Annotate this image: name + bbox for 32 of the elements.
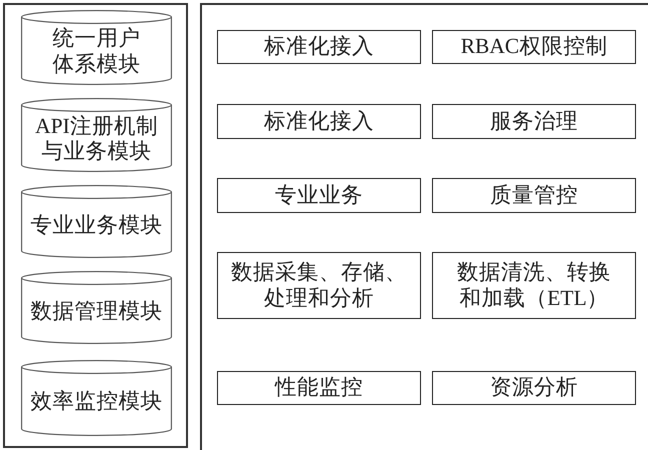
function-name: 数据采集、存储、处理和分析 xyxy=(230,260,408,311)
module-cylinder xyxy=(21,185,172,258)
module-name: 统一用户体系模块 xyxy=(52,26,142,77)
function-box xyxy=(432,371,636,405)
function-name: 标准化接入 xyxy=(264,108,374,134)
module-cylinder xyxy=(21,360,172,436)
function-name: RBAC权限控制 xyxy=(460,34,608,60)
function-name: 服务治理 xyxy=(490,108,578,134)
function-box xyxy=(217,371,421,405)
function-box xyxy=(432,104,636,139)
module-cylinder xyxy=(21,10,172,85)
module-name: 数据管理模块 xyxy=(30,298,162,324)
panel-frame xyxy=(3,3,188,448)
function-name: 标准化接入 xyxy=(264,34,374,60)
function-name: 数据清洗、转换和加载（ETL） xyxy=(456,260,612,311)
panel-frame xyxy=(200,3,648,450)
function-box xyxy=(217,178,421,213)
module-name: 专业业务模块 xyxy=(30,212,162,238)
function-box xyxy=(217,104,421,139)
function-name: 质量管控 xyxy=(490,182,578,208)
function-name: 性能监控 xyxy=(275,375,363,401)
function-box xyxy=(432,30,636,64)
module-name: API注册机制与业务模块 xyxy=(34,114,159,164)
function-box xyxy=(217,30,421,64)
function-box xyxy=(432,252,636,319)
function-name: 专业业务 xyxy=(275,182,363,208)
module-name: 效率监控模块 xyxy=(30,389,162,415)
function-box xyxy=(432,178,636,213)
module-cylinder xyxy=(21,98,172,172)
function-box xyxy=(217,252,421,319)
function-name: 资源分析 xyxy=(490,375,578,401)
module-cylinder xyxy=(21,271,172,344)
